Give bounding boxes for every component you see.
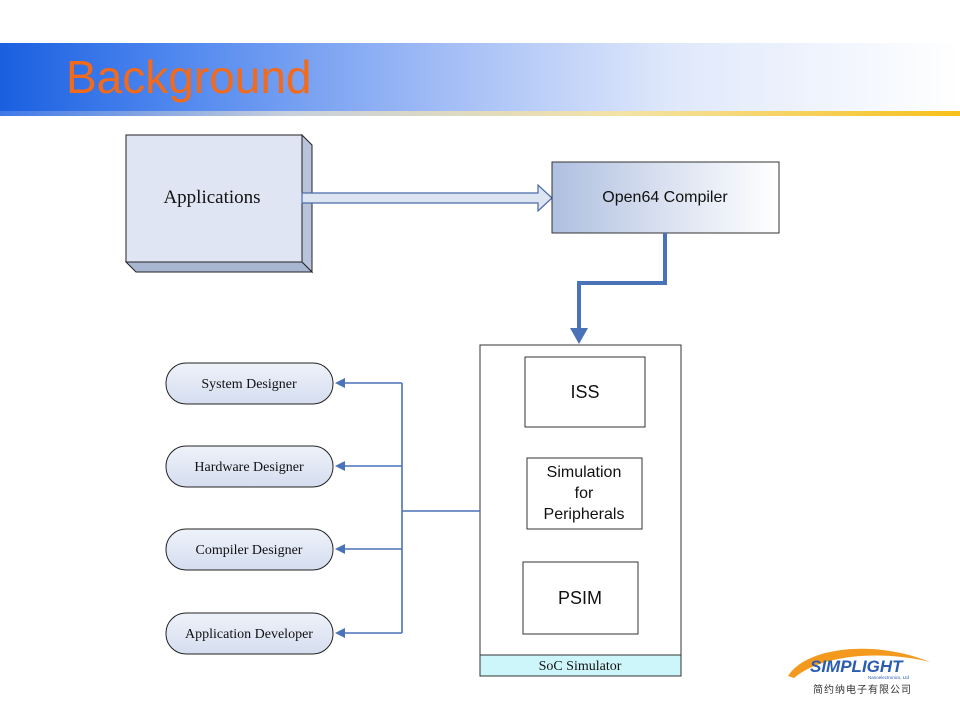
logo-tagline: Nanoelectronics, Ltd bbox=[868, 675, 910, 680]
iss-label: ISS bbox=[570, 382, 599, 402]
compiler-box: Open64 Compiler bbox=[551, 161, 780, 234]
role-label-system: System Designer bbox=[201, 377, 297, 392]
title-underline bbox=[0, 111, 960, 116]
role-label-application: Application Developer bbox=[185, 627, 313, 642]
applications-box: Applications bbox=[124, 133, 314, 274]
peripherals-box: Simulation for Peripherals bbox=[526, 457, 643, 530]
peripherals-line-1: Simulation bbox=[547, 464, 622, 481]
psim-box: PSIM bbox=[522, 561, 639, 635]
logo-brand: SIMPLIGHT bbox=[810, 657, 904, 676]
role-system-designer: System Designer bbox=[165, 362, 334, 405]
title-bar bbox=[0, 43, 960, 115]
compiler-to-soc-connector bbox=[570, 233, 667, 344]
iss-box: ISS bbox=[524, 356, 646, 428]
role-connectors bbox=[335, 378, 480, 638]
simplight-logo: SIMPLIGHT Nanoelectronics, Ltd bbox=[788, 648, 930, 680]
psim-label: PSIM bbox=[558, 588, 602, 608]
soc-label-band bbox=[479, 654, 682, 677]
role-compiler-designer: Compiler Designer bbox=[165, 528, 334, 571]
page-title: Background bbox=[66, 51, 312, 103]
peripherals-line-2: for bbox=[575, 485, 594, 502]
peripherals-line-3: Peripherals bbox=[544, 506, 625, 523]
applications-to-compiler-arrow bbox=[301, 183, 553, 213]
logo-swoosh-icon bbox=[788, 648, 930, 678]
role-label-hardware: Hardware Designer bbox=[194, 460, 304, 475]
role-hardware-designer: Hardware Designer bbox=[165, 445, 334, 488]
applications-label: Applications bbox=[163, 187, 260, 208]
compiler-label: Open64 Compiler bbox=[602, 189, 728, 206]
role-application-developer: Application Developer bbox=[165, 612, 334, 655]
role-label-compiler: Compiler Designer bbox=[196, 543, 303, 558]
soc-simulator-label: SoC Simulator bbox=[539, 659, 622, 674]
logo-chinese-name: 简约纳电子有限公司 bbox=[813, 685, 912, 696]
